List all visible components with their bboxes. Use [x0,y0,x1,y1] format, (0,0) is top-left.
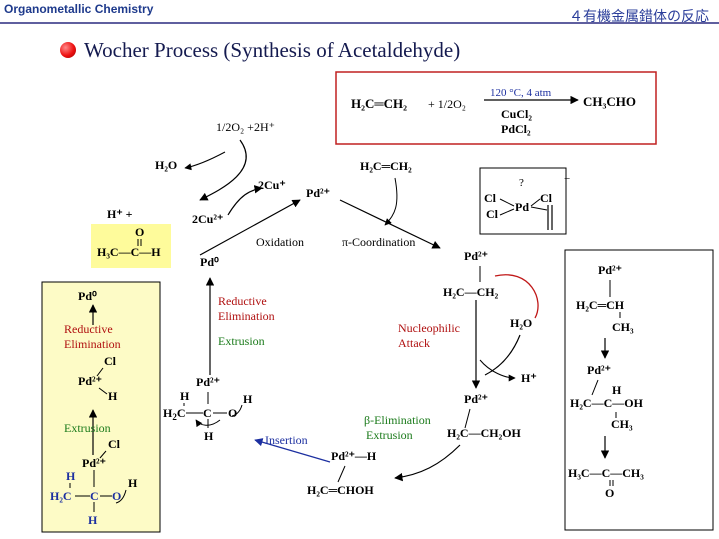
overall-reaction-box [335,71,657,145]
reductive-label-1: Reductive [218,294,267,308]
pd-complex-label: Pd²⁺ [464,249,488,263]
alkoxide-h-top: H [180,389,190,403]
left-cl-2: Cl [108,437,121,451]
water-release-arrow [184,151,226,171]
square-planar-box [479,167,567,235]
cu2-plus-label: 2Cu²⁺ [192,212,223,226]
pd-alkene-bond-2 [337,465,346,483]
pd0-label: Pd⁰ [200,255,219,269]
left-pd0: Pd⁰ [78,289,97,303]
left-h: H [108,389,118,403]
left-mechanism-box [41,281,161,533]
pd-c-bond [464,408,471,429]
cu-oxidation-arrow [227,185,263,216]
left-h-bottom: H [88,513,98,527]
right-alkoxide: H₂C—C—OH [570,396,644,410]
acetaldehyde-product: CH₃CHO [583,94,636,109]
pd-center: Pd [515,200,529,214]
cu-regeneration-arrow [199,139,247,201]
header-rule [0,22,719,24]
cu-plus-label: 2Cu⁺ [258,178,286,192]
ethylene-reactant: H₂C═CH₂ [351,96,407,111]
left-extrusion: Extrusion [64,421,111,435]
question-mark: ? [519,177,524,189]
carbonyl-oxygen: O [135,225,144,239]
reductive-label-2: Elimination [218,309,275,323]
left-reductive-2: Elimination [64,337,121,351]
water-output: H₂O [155,158,177,172]
pdcl2-catalyst: PdCl₂ [501,122,531,136]
h2c-ch2oh-label: H₂C—CH₂OH [447,426,522,440]
right-alkene: H₂C═CH [576,298,625,312]
right-acetone: H₃C—C—CH₃ [568,466,644,480]
coordination-label: π-Coordination [342,235,415,249]
cl-bottom-left: Cl [486,207,499,221]
slide-title: Wocher Process (Synthesis of Acetaldehyd… [84,38,461,62]
pd-h-label: Pd²⁺—H [331,449,377,463]
product-proton: H⁺ + [107,207,133,221]
ethylene-incoming: H₂C═CH₂ [360,159,412,173]
right-ch3: CH₃ [612,320,634,334]
right-h: H [612,383,622,397]
beta-elim-label: β-Elimination [364,413,431,427]
red-electron-arrow [494,274,539,319]
left-h2c: H₂C [50,489,72,503]
extrusion-label: Extrusion [218,334,265,348]
oxygen-input: 1/2O₂ +2H⁺ [216,120,275,134]
cucl2-catalyst: CuCl₂ [501,107,532,121]
left-pd-h: Pd²⁺ [78,374,102,388]
proton-release-arrow [479,359,516,382]
nucleophilic-label-2: Attack [398,336,430,350]
alkoxide-h-right: H [243,392,253,406]
cl-right: Cl [540,191,553,205]
left-pd-2: Pd²⁺ [82,456,106,470]
right-pd-1: Pd²⁺ [598,263,622,277]
right-o: O [605,486,614,500]
red-bullet-icon [60,42,76,58]
right-ch3-b: CH₃ [611,417,633,431]
pd-alkoxide-label: Pd²⁺ [196,375,220,389]
enol-complex-label: H₂C═CHOH [307,483,374,497]
alkoxide-h-bottom: H [204,429,214,443]
charge-minus: − [564,173,570,185]
pd-top-label: Pd²⁺ [306,186,330,200]
course-header: Organometallic Chemistry [4,2,154,16]
oxidation-label: Oxidation [256,235,304,249]
insertion-arrow [254,438,331,463]
pd-ch2oh-label: Pd²⁺ [464,392,488,406]
left-reductive-1: Reductive [64,322,113,336]
acetaldehyde-box [91,224,171,268]
left-h-right: H [128,476,138,490]
h2c-ch2-complex: H₂C—CH₂ [443,285,499,299]
left-h-top: H [66,469,76,483]
cl-top-left: Cl [484,191,497,205]
nucleophilic-label-1: Nucleophilic [398,321,460,335]
beta-elim-arrow [394,444,461,482]
alkoxide-h2c: H2C [163,406,186,422]
nucleophilic-curve [484,334,521,376]
water-nucleophile: H₂O [510,316,532,330]
beta-extrusion-label: Extrusion [366,428,413,442]
insertion-label: Insertion [265,433,308,447]
ethylene-entry-arrow [384,177,398,226]
right-pd-2: Pd²⁺ [587,363,611,377]
oxidation-arrow [199,199,301,256]
left-o: O [112,489,121,503]
acetaldehyde-formula: H₃C—C—H [97,245,161,259]
right-mechanism-box [564,249,714,531]
alkoxide-c: C [203,406,212,420]
left-c: C [90,489,99,503]
proton-label: H⁺ [521,371,537,385]
conditions-text: 120 °C, 4 atm [490,87,552,99]
chapter-header: ４有機金属錯体の反応 [569,9,709,25]
left-cl: Cl [104,354,117,368]
oxygen-plus: + 1/2O₂ [428,97,466,111]
alkoxide-o: O [228,406,237,420]
